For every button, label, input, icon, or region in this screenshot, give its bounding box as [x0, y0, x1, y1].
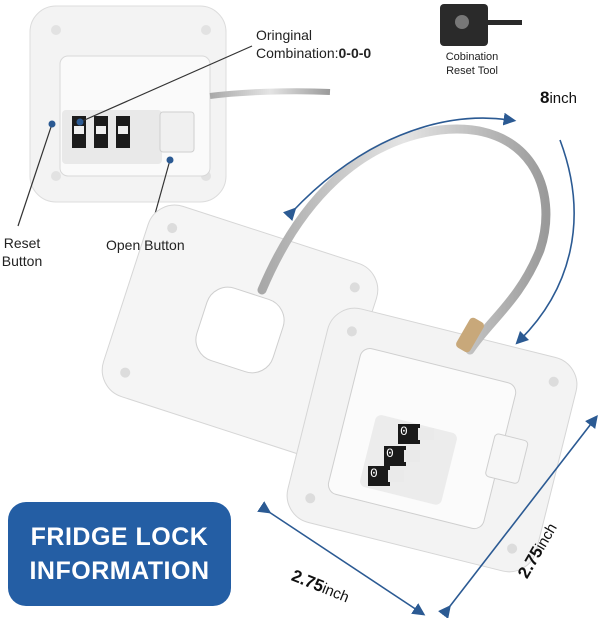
- reset-button-label: Reset Button: [1, 235, 43, 269]
- height-arrow: [438, 414, 598, 618]
- reset-tool-label: Cobination Reset Tool: [445, 51, 499, 77]
- cable-length-label: 8inch: [540, 88, 577, 107]
- main-dials: [368, 424, 434, 486]
- top-lock-image: [29, 5, 331, 203]
- width-arrow: [257, 501, 426, 616]
- open-button-label: Open Button: [106, 237, 185, 253]
- fridge-lock-info-badge: FRIDGE LOCK INFORMATION: [8, 502, 231, 606]
- cable-length-arrow: [282, 112, 517, 222]
- dial-1: 0: [400, 424, 408, 439]
- dial-2: 0: [386, 446, 394, 461]
- dial-3: 0: [370, 466, 378, 481]
- original-combination-label: Oringinal Combination:0-0-0: [256, 27, 372, 61]
- top-dials: [72, 116, 130, 148]
- key-tool-icon: [440, 4, 522, 46]
